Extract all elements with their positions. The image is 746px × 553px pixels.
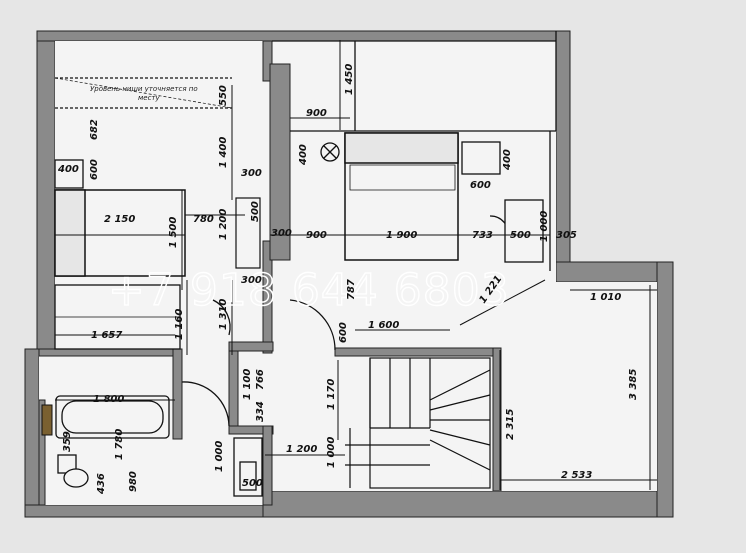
washing-machine — [233, 437, 263, 497]
shelf — [54, 159, 84, 189]
dim-label: 400 — [57, 164, 79, 175]
dim-label: 2 150 — [104, 214, 135, 225]
dim-label: 359 — [62, 431, 73, 452]
dim-label: 550 — [218, 85, 229, 106]
dim-label: 1 100 — [242, 369, 253, 400]
niche-note-line2: месту — [138, 94, 161, 102]
niche-note-line1: Уровень ниши уточняется по — [90, 85, 198, 93]
dim-label: 436 — [96, 473, 107, 495]
dim-label: 766 — [255, 369, 266, 390]
dim-label: 600 — [89, 159, 100, 180]
dim-label: 2 533 — [561, 470, 592, 481]
dim-label: 980 — [128, 471, 139, 492]
dim-label: 1 200 — [286, 444, 317, 455]
dim-label: 1 000 — [326, 437, 337, 468]
dim-label: 334 — [255, 401, 266, 422]
ceiling-lamp-icon — [320, 142, 340, 162]
dim-label: 300 — [241, 275, 262, 286]
dim-label: 500 — [510, 230, 531, 241]
dim-label: 1 780 — [114, 429, 125, 460]
double-bed — [344, 132, 459, 261]
bathtub — [55, 395, 170, 439]
tv-stand — [235, 197, 261, 269]
dim-label: 1 800 — [93, 394, 124, 405]
dim-label: 300 — [241, 168, 262, 179]
dim-label: 400 — [502, 149, 513, 171]
watermark-text: +7 918 644 6803 — [108, 265, 510, 316]
dim-label: 1 160 — [174, 309, 185, 340]
dim-label: 300 — [271, 228, 292, 239]
interior-walls — [38, 40, 502, 506]
dim-label: 1 310 — [218, 299, 229, 330]
dim-label: 1 170 — [326, 379, 337, 410]
exterior-walls — [24, 30, 674, 518]
wardrobe — [54, 284, 181, 350]
desk — [504, 199, 544, 263]
dim-label: 400 — [298, 144, 309, 166]
dim-label: 1 400 — [218, 137, 229, 168]
dim-label: 787 — [346, 279, 357, 300]
single-bed — [54, 189, 186, 277]
dim-label: 1 000 — [214, 441, 225, 472]
dim-label: 600 — [470, 180, 491, 191]
nightstand — [461, 141, 501, 175]
dim-label: 2 315 — [505, 409, 516, 440]
plan-lines — [54, 31, 557, 427]
dim-label: 3 385 — [628, 369, 639, 400]
dim-label: 1 657 — [91, 330, 122, 341]
dim-label: 600 — [338, 322, 349, 343]
dim-label: 1 450 — [344, 64, 355, 95]
dim-label: 1 600 — [368, 320, 399, 331]
dim-label: 780 — [193, 214, 214, 225]
dim-label: 500 — [250, 201, 261, 222]
staircase — [345, 357, 491, 489]
bath-cabinet — [41, 404, 53, 436]
dim-label: 500 — [242, 478, 263, 489]
dim-label: 1 010 — [590, 292, 621, 303]
dim-label: 1 200 — [218, 209, 229, 240]
dim-label: 305 — [556, 230, 577, 241]
dimension-lines — [55, 40, 657, 490]
dim-label: 900 — [306, 108, 327, 119]
dim-label: 900 — [306, 230, 327, 241]
dim-label: 733 — [472, 230, 493, 241]
dim-label: 1 500 — [168, 217, 179, 248]
dim-label: 682 — [89, 119, 100, 140]
dim-label: 1 900 — [386, 230, 417, 241]
dim-label: 1 000 — [539, 211, 550, 242]
toilet-icon — [57, 454, 89, 488]
